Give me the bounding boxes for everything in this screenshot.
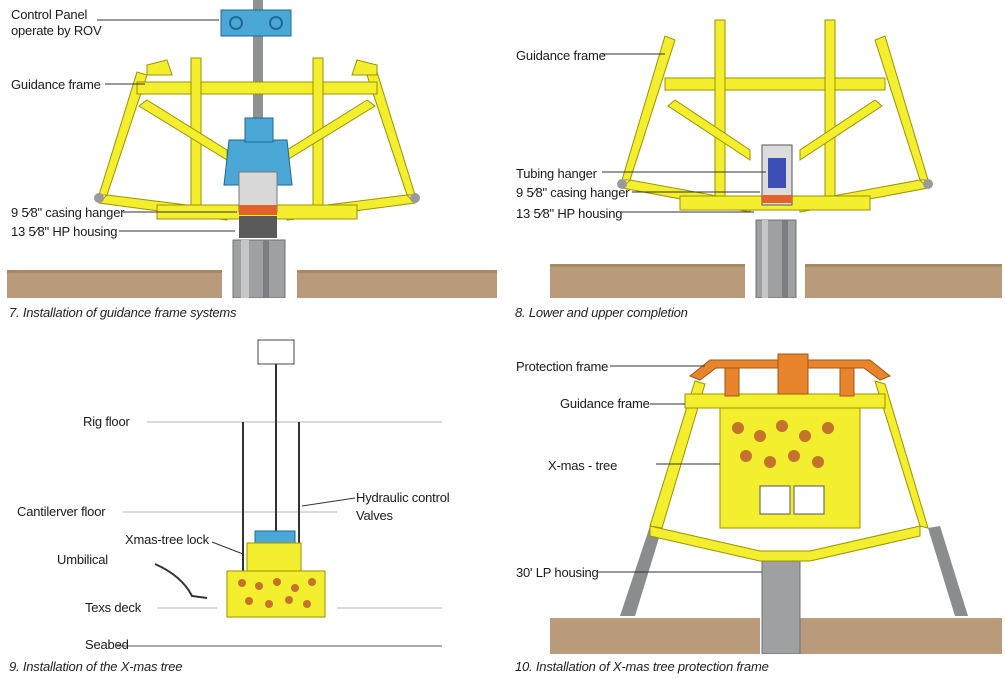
- seabed-ground: [550, 266, 745, 298]
- seabed-ground: [550, 618, 760, 654]
- guidance-frame: [620, 19, 930, 213]
- label-umbilical: Umbilical: [57, 552, 108, 567]
- label-lp-housing: 30' LP housing: [516, 565, 599, 580]
- guidance-frame: [97, 57, 417, 221]
- label-valves: Valves: [356, 508, 393, 523]
- label-control-panel: Control Panel: [11, 7, 88, 22]
- seabed-ground: [805, 266, 1002, 298]
- panel-9-illustration: [117, 339, 442, 647]
- label-operate-by-rov: operate by ROV: [11, 23, 102, 38]
- label-guidance-frame: Guidance frame: [560, 396, 650, 411]
- label-protection-frame: Protection frame: [516, 359, 609, 374]
- label-guidance-frame: Guidance frame: [11, 77, 101, 92]
- caption-panel-9: 9. Installation of the X-mas tree: [9, 659, 183, 674]
- protection-frame: [689, 353, 891, 397]
- label-seabed: Seabed: [85, 637, 129, 652]
- panel-10-illustration: [550, 353, 1002, 654]
- seabed-ground: [297, 272, 497, 298]
- guidance-frame: [649, 380, 929, 562]
- control-panel: [220, 9, 292, 37]
- label-texs-deck: Texs deck: [85, 600, 142, 615]
- label-casing-hanger: 9 5⁄8" casing hanger: [11, 205, 125, 220]
- xmas-tree-body: [226, 570, 326, 618]
- leader-hydraulic-control: [301, 497, 356, 507]
- seabed-ground: [800, 618, 1002, 654]
- label-guidance-frame: Guidance frame: [516, 48, 606, 63]
- label-hp-housing: 13 5⁄8" HP housing: [516, 206, 623, 221]
- xmas-tree-lock: [254, 530, 296, 544]
- label-hydraulic-control: Hydraulic control: [356, 490, 450, 505]
- label-tubing-hanger: Tubing hanger: [516, 166, 597, 181]
- panel-8-illustration: [550, 19, 1002, 298]
- label-casing-hanger: 9 5⁄8" casing hanger: [516, 185, 630, 200]
- label-xmas-tree: X-mas - tree: [548, 458, 618, 473]
- seabed-ground: [7, 272, 222, 298]
- label-hp-housing: 13 5⁄8" HP housing: [11, 224, 118, 239]
- panel-8-completion: Guidance frame Tubing hanger 9 5⁄8" casi…: [510, 0, 1002, 298]
- panel-10-protection-frame-installation: Protection frame Guidance frame X-mas - …: [510, 336, 1002, 654]
- caption-panel-10: 10. Installation of X-mas tree protectio…: [515, 659, 769, 674]
- caption-panel-8: 8. Lower and upper completion: [515, 305, 688, 320]
- umbilical: [154, 563, 208, 599]
- panel-7-guidance-frame-installation: Control Panel operate by ROV Guidance fr…: [7, 0, 497, 298]
- guidance-frame-leg: [928, 526, 968, 616]
- label-xmas-tree-lock: Xmas-tree lock: [125, 532, 209, 547]
- running-string: [253, 0, 263, 120]
- guidance-frame-leg: [620, 526, 662, 616]
- lp-housing-pipe: [761, 553, 801, 654]
- hp-housing-pipe: [232, 239, 286, 298]
- label-cantilever-floor: Cantilerver floor: [17, 504, 106, 519]
- caption-panel-7: 7. Installation of guidance frame system…: [9, 305, 237, 320]
- top-drive-block: [257, 339, 295, 365]
- panel-9-xmas-tree-installation: Rig floor Cantilerver floor Hydraulic co…: [7, 336, 497, 654]
- leader-xmas-tree-lock: [211, 541, 244, 555]
- casing-hanger: [239, 205, 277, 215]
- label-rig-floor: Rig floor: [83, 414, 130, 429]
- panel-7-illustration: [7, 0, 497, 298]
